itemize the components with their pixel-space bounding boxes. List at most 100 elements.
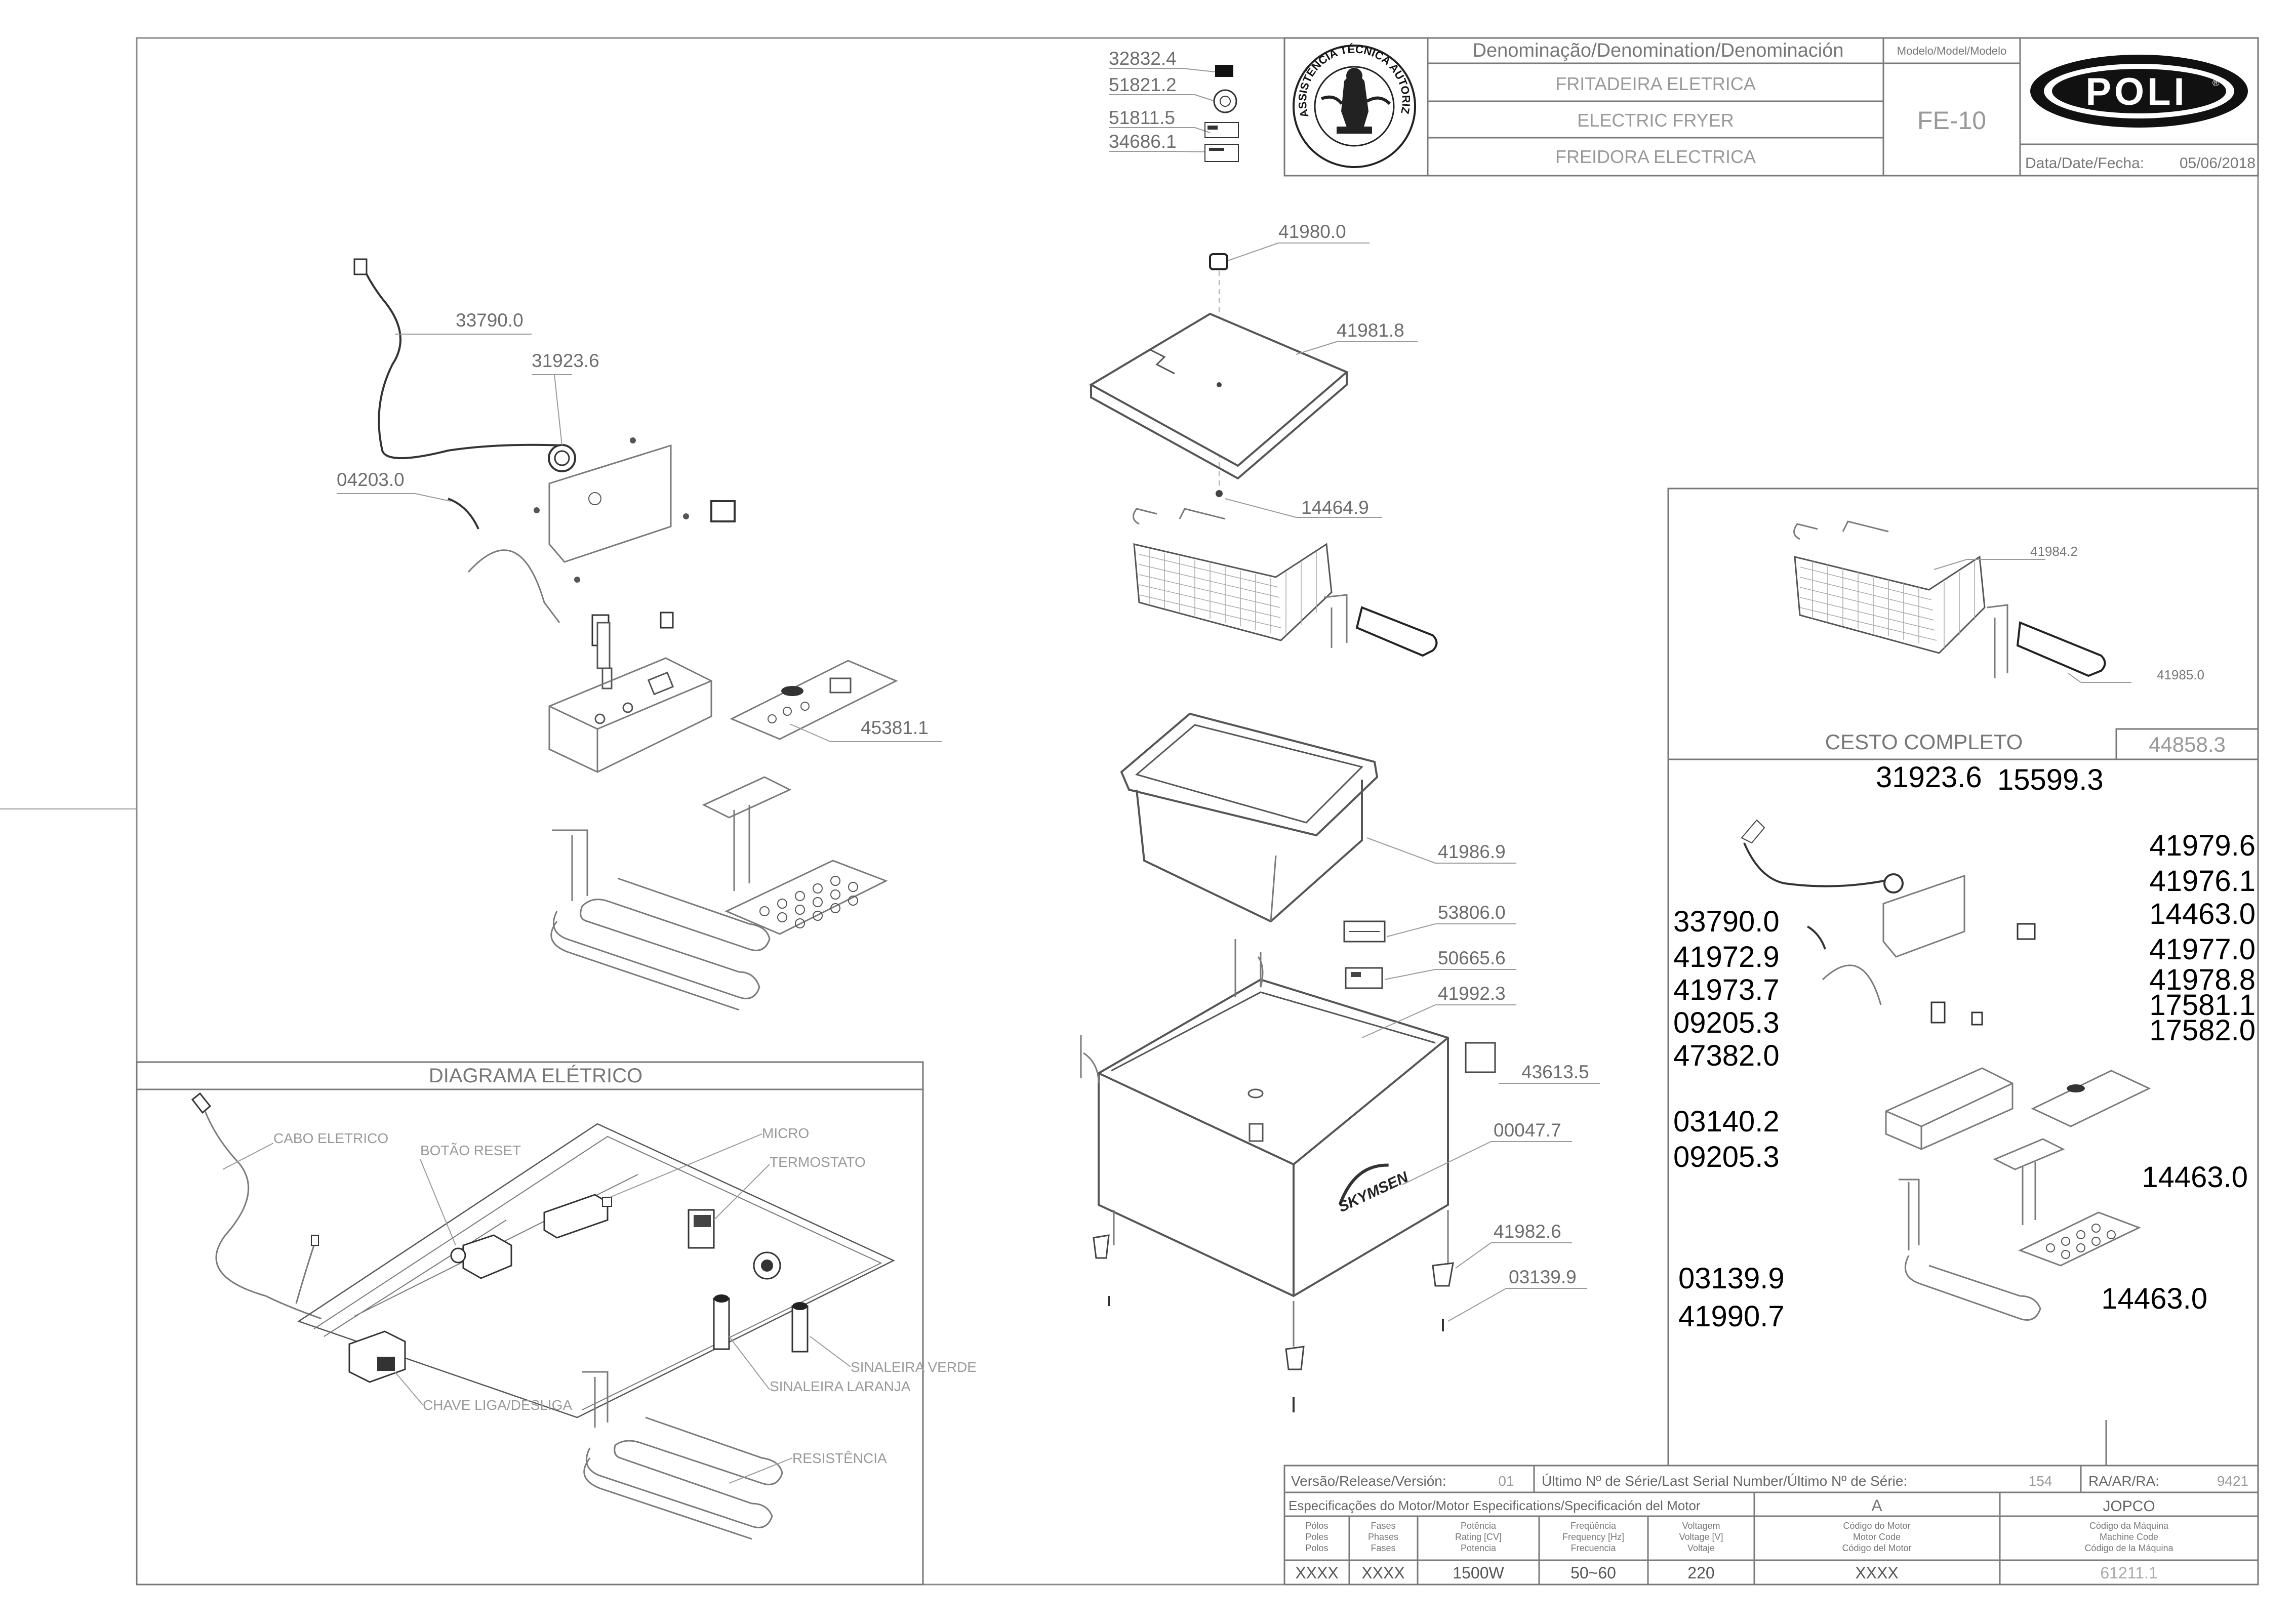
ra-label: RA/AR/RA: [2088, 1473, 2159, 1489]
part-label-31923-6: 31923.6 [532, 350, 599, 371]
ra-value: 9421 [2217, 1473, 2248, 1489]
left-exploded-view: 33790.0 31923.6 04203.0 45381.1 [337, 258, 942, 1011]
panel-right-0: 41979.6 [2149, 829, 2256, 862]
title-block: Denominação/Denomination/Denominación FR… [0, 0, 2259, 177]
label-parts-list: 32832.4 51821.2 51811.5 34686.1 [1109, 48, 1239, 162]
motor-spec-label: Especificações do Motor/Motor Especifica… [1289, 1498, 1701, 1513]
label-part-1: 51821.2 [1109, 74, 1177, 95]
machine-name: JOPCO [2103, 1498, 2155, 1515]
spec-value-machine-code: 61211.1 [2100, 1564, 2157, 1582]
spec-value-power: 1500W [1453, 1564, 1504, 1582]
panel-right-7: 14463.0 [2142, 1161, 2248, 1194]
spec-value-poles: XXXX [1295, 1564, 1338, 1582]
panel-left-0: 33790.0 [1673, 905, 1780, 938]
diagram-label-orange-light: SINALEIRA LARANJA [770, 1378, 911, 1394]
diagram-label-cable: CABO ELETRICO [273, 1130, 388, 1146]
diagram-label-reset: BOTÃO RESET [420, 1143, 521, 1158]
panel-left-6: 09205.3 [1673, 1141, 1780, 1173]
part-label-41980-0: 41980.0 [1278, 221, 1346, 242]
basket-label-41985-0: 41985.0 [2157, 667, 2204, 682]
panel-left-3: 09205.3 [1673, 1006, 1780, 1039]
model-value: FE-10 [1917, 106, 1986, 135]
date-value: 05/06/2018 [2180, 155, 2256, 172]
seal-text: ASSISTÊNCIA TÉCNICA AUTORIZADA [0, 0, 1413, 119]
panel-right-1: 41976.1 [2149, 865, 2256, 898]
panel-right-3: 41977.0 [2149, 933, 2256, 966]
diagram-title: DIAGRAMA ELÉTRICO [429, 1064, 642, 1087]
product-name-en: ELECTRIC FRYER [1577, 110, 1734, 131]
authorized-service-seal-icon: ASSISTÊNCIA TÉCNICA AUTORIZADA [0, 0, 1416, 168]
part-label-03139-9: 03139.9 [1509, 1267, 1577, 1287]
panel-left-4: 47382.0 [1673, 1039, 1780, 1072]
part-label-45381-1: 45381.1 [861, 717, 929, 738]
right-parts-panel: 31923.6 15599.3 33790.0 41972.9 41973.7 … [1667, 758, 2259, 1467]
diagram-label-thermostat: TERMOSTATO [770, 1154, 866, 1170]
basket-label-41984-2: 41984.2 [2030, 544, 2078, 559]
serial-value: 154 [2029, 1473, 2052, 1489]
panel-left-2: 41973.7 [1673, 973, 1780, 1006]
diagram-label-green-light: SINALEIRA VERDE [851, 1359, 977, 1375]
product-name-pt: FRITADEIRA ELETRICA [1555, 73, 1755, 94]
panel-right-2: 14463.0 [2149, 898, 2256, 930]
label-part-2: 51811.5 [1109, 107, 1175, 128]
part-label-41981-8: 41981.8 [1337, 320, 1404, 341]
basket-title: CESTO COMPLETO [1825, 730, 2023, 754]
part-label-14464-9: 14464.9 [1301, 497, 1369, 518]
spec-value-frequency: 50~60 [1571, 1564, 1616, 1582]
panel-right-8: 14463.0 [2101, 1282, 2207, 1315]
basket-code: 44858.3 [2149, 733, 2226, 756]
part-label-33790-0: 33790.0 [456, 310, 524, 331]
panel-right-6: 17582.0 [2149, 1014, 2256, 1047]
panel-left-1: 41972.9 [1673, 941, 1780, 973]
electrical-diagram: DIAGRAMA ELÉTRICO CABO ELETRICO [136, 1061, 977, 1586]
basket-assembly-box: CESTO COMPLETO 44858.3 41984.2 41985.0 [1667, 488, 2259, 760]
panel-top-0: 31923.6 [1876, 761, 1982, 794]
drawing-frame [136, 37, 2259, 1586]
panel-left-7: 03139.9 [1678, 1262, 1785, 1295]
spec-value-voltage: 220 [1687, 1564, 1714, 1582]
part-label-00047-7: 00047.7 [1494, 1120, 1561, 1141]
svg-text:®: ® [2212, 78, 2219, 88]
version-label: Versão/Release/Versión: [1291, 1473, 1446, 1489]
spec-value-phases: XXXX [1361, 1564, 1404, 1582]
diagram-label-switch: CHAVE LIGA/DESLIGA [423, 1397, 572, 1413]
spec-block: Versão/Release/Versión: 01 Último Nº de … [1283, 1465, 2259, 1586]
diagram-label-micro: MICRO [762, 1125, 809, 1141]
part-label-41982-6: 41982.6 [1494, 1221, 1561, 1242]
poli-logo-text: POLI [2085, 70, 2187, 113]
poli-logo: POLI ® [2030, 55, 2248, 128]
denomination-header: Denominação/Denomination/Denominación [1473, 40, 1844, 61]
date-label: Data/Date/Fecha: [2025, 155, 2144, 172]
part-label-41986-9: 41986.9 [1438, 841, 1506, 862]
serial-label: Último Nº de Série/Last Serial Number/Úl… [1542, 1473, 1907, 1489]
label-part-0: 32832.4 [1109, 48, 1177, 69]
panel-right-4: 41978.8 [2149, 963, 2256, 996]
model-header: Modelo/Model/Modelo [1897, 45, 2006, 57]
diagram-label-resistance: RESISTÊNCIA [792, 1450, 887, 1466]
version-value: 01 [1498, 1473, 1514, 1489]
panel-right-5: 17581.1 [2149, 989, 2256, 1022]
part-label-41992-3: 41992.3 [1438, 983, 1506, 1004]
part-label-53806-0: 53806.0 [1438, 902, 1506, 923]
panel-top-1: 15599.3 [1997, 763, 2104, 796]
svg-text:ASSISTÊNCIA TÉCNICA AUTORIZADA: ASSISTÊNCIA TÉCNICA AUTORIZADA [0, 0, 1413, 119]
part-label-50665-6: 50665.6 [1438, 948, 1506, 968]
part-label-43613-5: 43613.5 [1521, 1062, 1589, 1082]
product-name-es: FREIDORA ELECTRICA [1555, 146, 1756, 167]
spec-value-motor-code: XXXX [1855, 1564, 1898, 1582]
panel-left-5: 03140.2 [1673, 1105, 1780, 1138]
panel-left-8: 41990.7 [1678, 1300, 1785, 1333]
part-label-04203-0: 04203.0 [337, 469, 405, 490]
motor-letter: A [1871, 1496, 1882, 1515]
label-part-3: 34686.1 [1109, 131, 1177, 152]
center-exploded-view: SKYMSEN 41980.0 41981.8 14464.9 41986.9 … [1080, 221, 1600, 1412]
